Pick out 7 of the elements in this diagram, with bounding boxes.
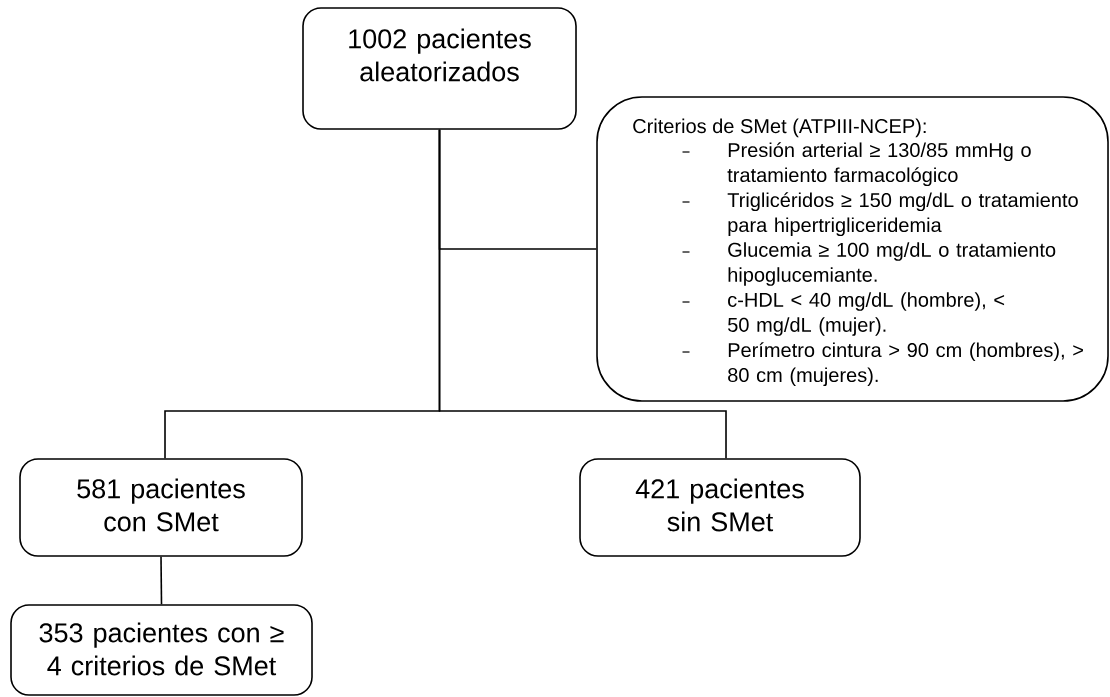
process-box: 353 pacientes con ≥ 4 criterios de SMet [10, 604, 313, 696]
connector-line [438, 129, 727, 459]
process-box: 581 pacientes con SMet [19, 458, 303, 557]
connector-line [160, 556, 163, 605]
process-box: 1002 pacientes aleatorizados [302, 7, 577, 130]
process-box: 421 pacientes sin SMet [579, 458, 861, 557]
criteria-box: Criterios de SMet (ATPIII-NCEP): Presión arterial ≥ 130/85 mmHg o tratamiento farmacológico Triglicéridos ≥ 150 mg/dL o tratamiento para hipertrigliceridemia Glucemia ≥ 100 mg/dL o tratamiento hipoglucemiante. c-HDL < 40 mg/dL (hombre), < 50 mg/dL (mujer). Perímetro cintura > 90 cm (hombres), > 80 cm (mujeres). [596, 96, 1109, 402]
